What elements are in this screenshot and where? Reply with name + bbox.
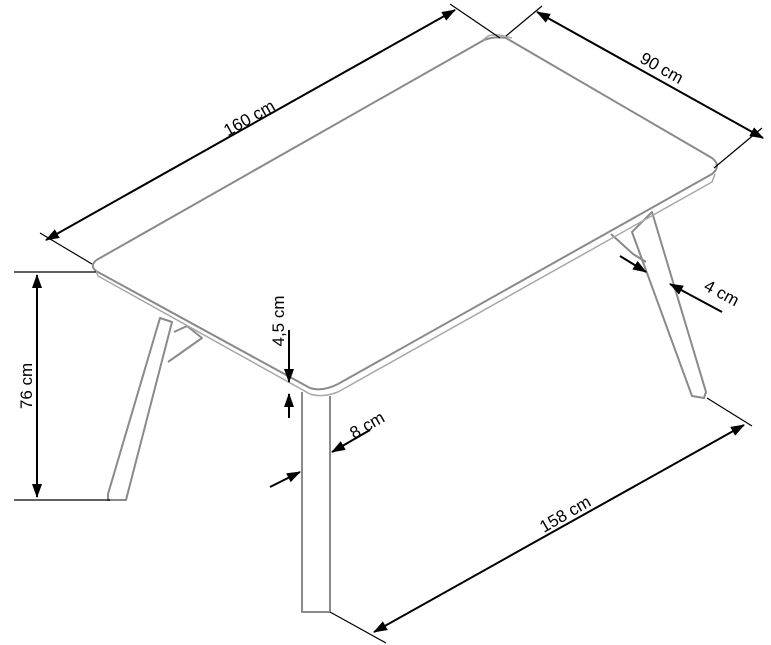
dimension-height: 76 cm xyxy=(14,271,110,501)
dimension-top-thickness: 4,5 cm xyxy=(269,295,294,418)
dimension-leg-span: 158 cm xyxy=(329,397,753,644)
dimension-leg-depth: 4 cm xyxy=(619,255,742,313)
dimension-top-thickness-label: 4,5 cm xyxy=(269,295,288,346)
dimension-height-label: 76 cm xyxy=(17,363,36,409)
dimension-length: 160 cm xyxy=(39,3,501,265)
dimension-width: 90 cm xyxy=(505,5,764,169)
table-leg-front xyxy=(301,392,331,613)
dimension-leg-width: 8 cm xyxy=(269,408,388,488)
table-top xyxy=(91,34,718,397)
dimension-leg-width-label: 8 cm xyxy=(347,408,388,443)
dimension-length-label: 160 cm xyxy=(220,96,278,140)
table-leg-back-left xyxy=(107,317,203,501)
table-leg-back-right xyxy=(610,211,707,399)
table xyxy=(91,34,718,613)
